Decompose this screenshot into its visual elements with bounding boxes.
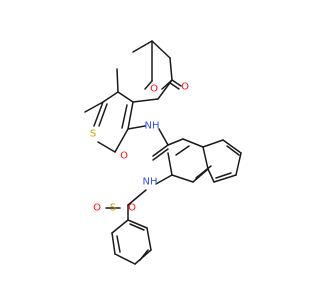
- bond-line: [111, 232, 116, 255]
- bond-line: [93, 101, 104, 127]
- bond-line: [139, 249, 149, 261]
- bond-line: [97, 141, 116, 153]
- bond-line: [222, 139, 242, 154]
- bond-line: [127, 219, 148, 229]
- bond-line: [175, 145, 190, 156]
- atom-label-s-thiophene: S: [90, 129, 96, 140]
- bond-line: [157, 79, 173, 100]
- bond-line: [127, 125, 146, 130]
- bond-line: [111, 219, 129, 234]
- bond-line: [121, 104, 128, 129]
- bond-line: [171, 174, 194, 183]
- atom-label-o-ester: O: [150, 84, 158, 95]
- atom-label-o-ester-carbonyl: O: [181, 82, 189, 93]
- bond-line: [132, 40, 153, 53]
- bond-line: [116, 68, 119, 93]
- bond-line: [169, 82, 180, 90]
- bond-line: [127, 189, 147, 206]
- bond-line: [117, 91, 134, 103]
- bond-line: [144, 80, 153, 90]
- bond-line: [158, 128, 169, 146]
- bond-line: [146, 227, 152, 251]
- bond-line: [152, 144, 169, 157]
- atom-label-nh-sulfonamide: NH: [143, 177, 158, 188]
- molecule-structure: O O S NH O NH O S O: [84, 40, 242, 265]
- bond-line: [226, 145, 240, 156]
- bond-line: [182, 138, 204, 148]
- bond-line: [167, 138, 184, 146]
- bond-line: [169, 57, 173, 81]
- atom-label-nh-amide: NH: [145, 121, 160, 132]
- bond-line: [195, 165, 212, 179]
- atom-label-o-sulfonyl-left: O: [93, 203, 101, 214]
- bond-line: [116, 235, 121, 253]
- bond-line: [213, 174, 237, 183]
- bond-line: [129, 223, 145, 231]
- bond-line: [202, 139, 224, 148]
- bond-line: [202, 146, 209, 170]
- bond-line: [152, 148, 169, 161]
- bond-line: [98, 103, 108, 127]
- bond-line: [151, 40, 171, 59]
- atom-label-o-amide: O: [120, 151, 128, 162]
- bond-line: [132, 98, 159, 103]
- bond-line: [235, 152, 242, 176]
- bond-line: [127, 101, 134, 130]
- bond-line: [167, 152, 173, 176]
- bond-line: [155, 174, 173, 185]
- bond-line: [207, 168, 215, 183]
- bond-line: [215, 172, 232, 179]
- bond-line: [171, 79, 182, 87]
- bond-line: [114, 128, 129, 153]
- atom-label-o-sulfonyl-right: O: [128, 203, 136, 214]
- bond-lines: [84, 40, 242, 265]
- bond-line: [102, 91, 119, 103]
- atom-label-s-sulfonyl: S: [110, 203, 116, 214]
- bond-line: [114, 253, 136, 265]
- bond-line: [84, 101, 104, 113]
